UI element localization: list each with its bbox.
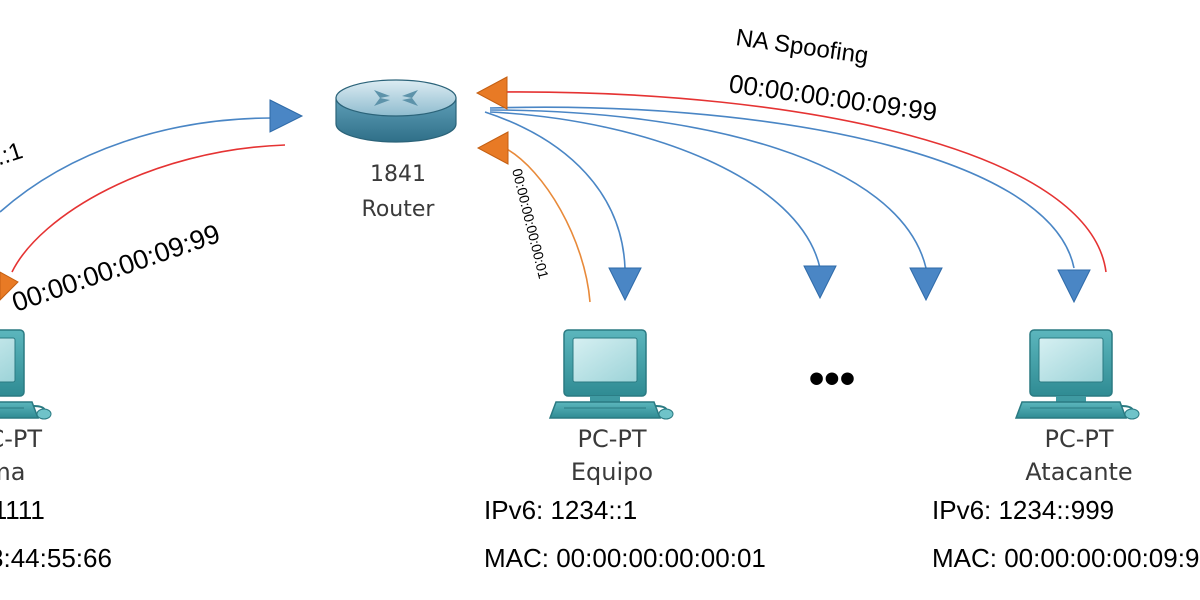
orange-arrow-left-icon xyxy=(476,131,509,165)
blue-arrow-right-icon xyxy=(269,99,304,133)
blue-arrow-down-icon xyxy=(608,267,642,302)
victim-ipv6: IPv6: 1234::1111 xyxy=(0,495,45,525)
atacante-mac: MAC: 00:00:00:00:09:99 xyxy=(932,543,1200,573)
pc-icon-atacante[interactable] xyxy=(1015,329,1140,420)
victim-type: PC-PT xyxy=(0,425,42,453)
link-ip-label: 1234::1 xyxy=(0,137,26,187)
ellipsis: ••• xyxy=(809,354,855,403)
blue-curve-router-to-atacante xyxy=(489,106,1075,269)
red-curve-router-to-victim xyxy=(11,144,286,273)
equipo-link-mac: 00:00:00:00:00:01 xyxy=(509,167,552,281)
blue-curve-router-to-equipo xyxy=(484,111,626,269)
router-model: 1841 xyxy=(370,162,426,187)
arrowheads xyxy=(0,76,1091,304)
orange-curve-equipo-to-router xyxy=(504,147,591,303)
blue-arrow-down-icon xyxy=(909,267,943,302)
router-type: Router xyxy=(362,197,436,222)
link-mac-label: 00:00:00:00:09:99 xyxy=(8,218,224,317)
atacante-name: Atacante xyxy=(1025,458,1132,486)
equipo-type: PC-PT xyxy=(577,425,646,453)
equipo-mac: MAC: 00:00:00:00:00:01 xyxy=(484,543,766,573)
pc-icon-victim[interactable] xyxy=(0,329,52,420)
victim-name: Víctima xyxy=(0,458,25,486)
red-curve-atacante-to-router xyxy=(504,91,1107,273)
orange-arrow-left-icon xyxy=(475,76,508,110)
atacante-ipv6: IPv6: 1234::999 xyxy=(932,495,1114,525)
blue-curve-victim-to-router xyxy=(0,117,273,213)
blue-curve-router-to-host-4 xyxy=(489,109,927,269)
blue-arrow-down-icon xyxy=(1057,269,1091,304)
blue-curve-router-to-host-3 xyxy=(489,111,821,269)
attack-title: NA Spoofing xyxy=(734,24,870,69)
victim-mac: MAC: 11:22:33:44:55:66 xyxy=(0,543,112,573)
router-icon[interactable] xyxy=(335,79,457,143)
link-curves xyxy=(0,91,1107,303)
equipo-name: Equipo xyxy=(571,458,653,486)
orange-arrow-down-icon xyxy=(0,271,19,301)
atacante-type: PC-PT xyxy=(1044,425,1113,453)
blue-arrow-down-icon xyxy=(803,265,837,300)
equipo-ipv6: IPv6: 1234::1 xyxy=(484,495,637,525)
pc-icon-equipo[interactable] xyxy=(549,329,674,420)
